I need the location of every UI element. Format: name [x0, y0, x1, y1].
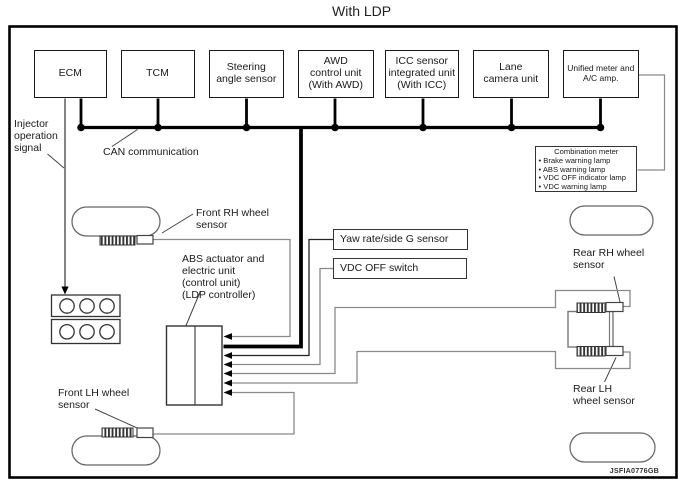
box-icc-sensor-unit: ICC sensor integrated unit (With ICC)	[385, 50, 459, 98]
page-title: With LDP	[332, 3, 392, 19]
combination-meter-title: Combination meter	[554, 147, 619, 156]
sensor-rotors	[99, 235, 606, 438]
rear-axle-hub	[567, 310, 614, 348]
wire-front-rh	[153, 238, 291, 338]
can-bus-junction-dots	[77, 123, 605, 132]
tire-rear-lh	[569, 432, 656, 463]
sensor-rear-lh-icon	[605, 345, 624, 357]
box-awd-control-unit: AWD control unit (With AWD)	[298, 50, 374, 98]
box-unified-meter: Unified meter and A/C amp.	[563, 50, 639, 98]
tire-front-rh	[71, 206, 161, 237]
combination-meter-item: • VDC warning lamp	[538, 182, 607, 192]
leader-lines	[47, 129, 621, 430]
combination-meter-box: Combination meter • Brake warning lamp •…	[534, 146, 637, 192]
rotor-front-rh-icon	[99, 235, 136, 246]
wire-rear-rh	[227, 289, 631, 375]
box-lane-camera-unit: Lane camera unit	[473, 50, 549, 98]
box-tcm: TCM	[120, 50, 195, 98]
sensor-front-lh-icon	[136, 427, 154, 439]
label-front-rh-sensor: Front RH wheel sensor	[196, 207, 269, 231]
injector-arrowhead-icon	[61, 286, 69, 295]
rotor-front-lh-icon	[101, 427, 134, 438]
tire-rear-rh	[569, 205, 654, 236]
abs-actuator-box	[165, 325, 223, 406]
label-rear-lh-sensor: Rear LH wheel sensor	[573, 383, 635, 407]
label-rear-rh-sensor: Rear RH wheel sensor	[573, 247, 645, 271]
diagram-border	[8, 25, 678, 479]
combination-meter-item: • ABS warning lamp	[538, 164, 606, 174]
wire-front-lh	[153, 391, 295, 435]
sensor-rear-rh-icon	[605, 301, 624, 313]
label-injector-signal: Injector operation signal	[14, 118, 58, 154]
wire-meter-to-combination	[637, 74, 666, 171]
label-can-communication: CAN communication	[103, 146, 199, 158]
box-steering-angle-sensor: Steering angle sensor	[209, 50, 284, 98]
box-yaw-rate-sensor: Yaw rate/side G sensor	[333, 228, 468, 250]
combination-meter-item: • Brake warning lamp	[538, 155, 611, 165]
wire-vdc-switch	[227, 267, 333, 366]
wire-rear-lh	[227, 350, 631, 384]
sensor-front-rh-icon	[136, 234, 154, 245]
watermark: JSFIA0776GB	[609, 465, 659, 475]
can-trunk-line	[223, 129, 303, 349]
engine-block-icon	[50, 294, 121, 345]
label-abs-actuator: ABS actuator and electric unit (control …	[182, 253, 265, 301]
rotor-rear-rh-icon	[576, 302, 606, 313]
can-bus-drop-lines	[79, 98, 602, 128]
wire-arrowheads	[223, 333, 232, 396]
tire-front-lh	[71, 435, 161, 466]
wheel-sensor-connectors	[136, 234, 624, 439]
box-vdc-off-switch: VDC OFF switch	[333, 258, 467, 279]
rotor-rear-lh-icon	[576, 346, 606, 357]
sensor-wires	[153, 74, 666, 435]
label-front-lh-sensor: Front LH wheel sensor	[58, 387, 130, 411]
combination-meter-item: • VDC OFF indicator lamp	[538, 173, 626, 183]
box-ecm: ECM	[34, 50, 107, 98]
wire-yaw-sensor	[227, 238, 333, 357]
